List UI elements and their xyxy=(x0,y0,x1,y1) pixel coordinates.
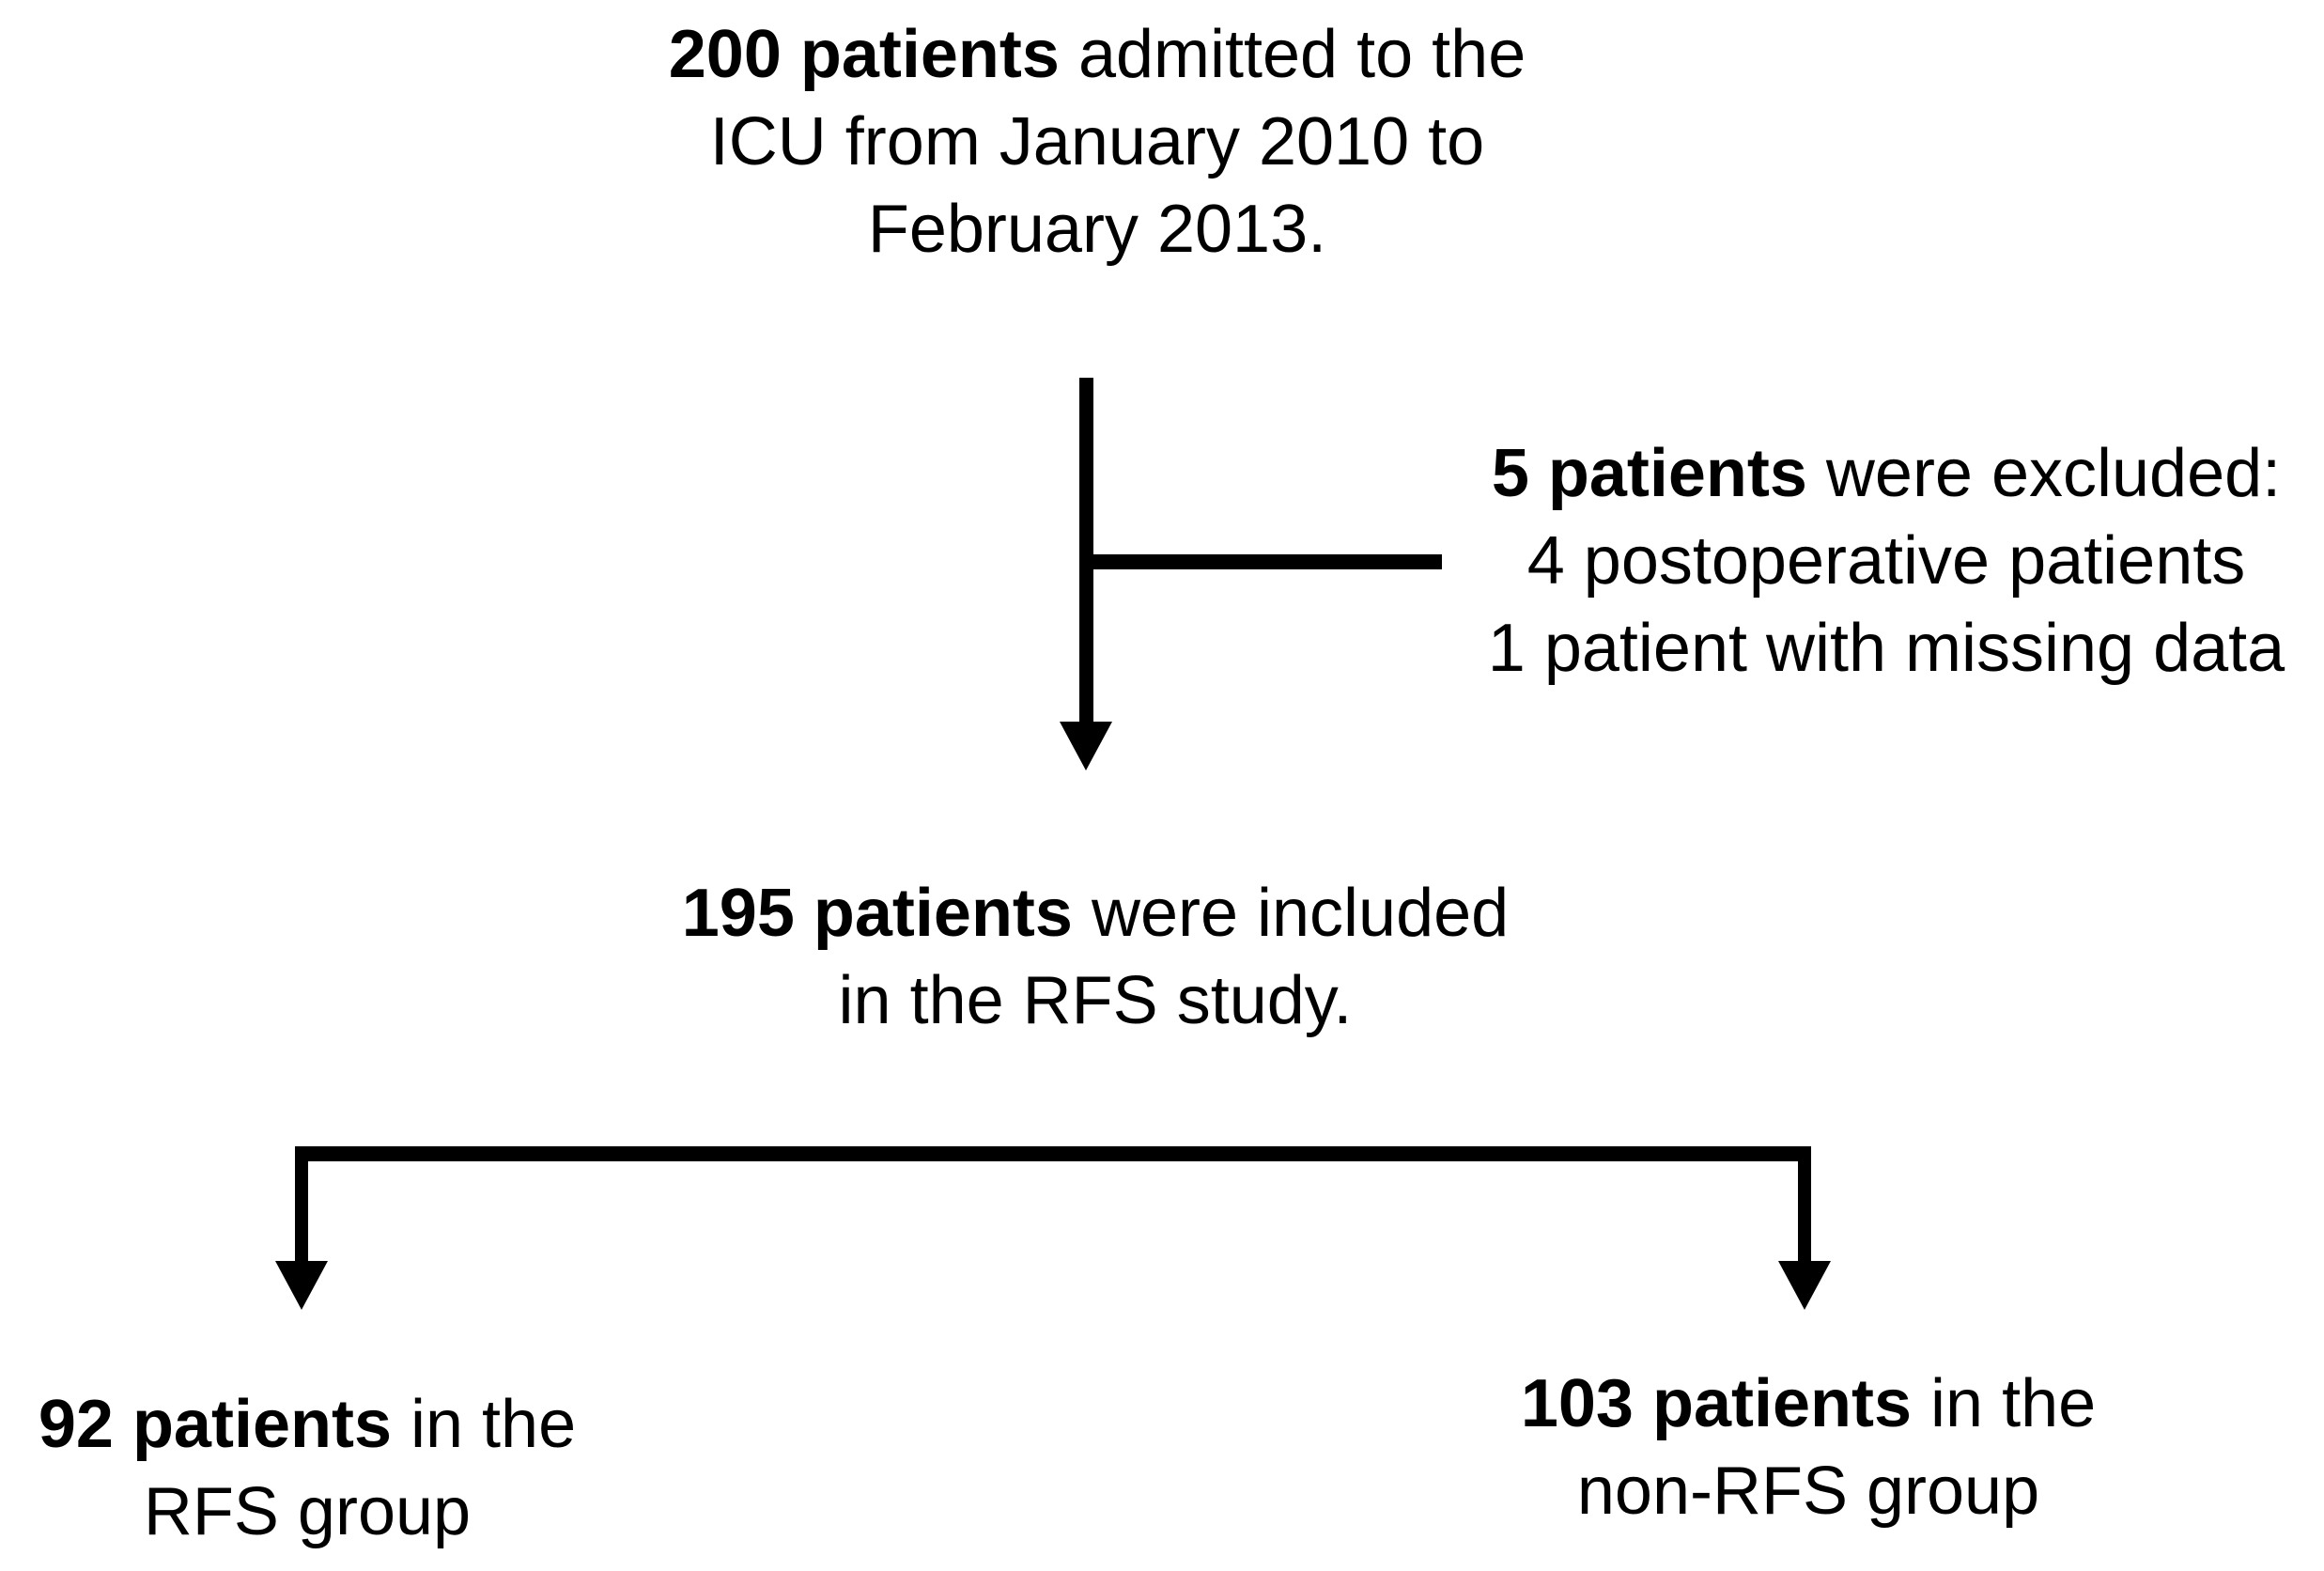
non-rfs-line1-rest: in the xyxy=(1912,1366,2097,1441)
group-split-bar xyxy=(295,1146,1811,1161)
included-line1-rest: were included xyxy=(1072,876,1510,951)
node-admitted-line3: February 2013. xyxy=(867,192,1327,267)
non-rfs-count: 103 patients xyxy=(1520,1366,1913,1441)
rfs-arrow-shaft xyxy=(295,1154,308,1263)
admitted-count: 200 patients xyxy=(668,17,1060,92)
rfs-arrowhead-icon xyxy=(275,1261,328,1310)
node-rfs-line1: 92 patients in the xyxy=(39,1381,576,1469)
main-flow-arrowhead-icon xyxy=(1060,722,1112,770)
node-excluded-line2: 4 postoperative patients xyxy=(1526,523,2246,599)
admitted-line1-rest: admitted to the xyxy=(1059,17,1526,92)
node-included-line1: 195 patients were included xyxy=(682,870,1509,957)
node-excluded: 5 patients were excluded: 4 postoperativ… xyxy=(1488,430,2285,692)
node-non-rfs-group: 103 patients in the non-RFS group xyxy=(1521,1361,2096,1535)
node-admitted-line1: 200 patients admitted to the xyxy=(669,11,1526,99)
node-included-line2: in the RFS study. xyxy=(838,963,1353,1038)
non-rfs-arrowhead-icon xyxy=(1778,1261,1831,1310)
node-non-rfs-line1: 103 patients in the xyxy=(1521,1361,2096,1448)
node-rfs-line2: RFS group xyxy=(143,1474,472,1549)
included-count: 195 patients xyxy=(681,876,1073,951)
node-excluded-line3: 1 patient with missing data xyxy=(1487,611,2285,686)
node-included: 195 patients were included in the RFS st… xyxy=(682,870,1509,1045)
rfs-count: 92 patients xyxy=(38,1387,392,1462)
node-admitted: 200 patients admitted to the ICU from Ja… xyxy=(669,11,1526,273)
exclusion-connector-line xyxy=(1080,554,1442,569)
node-non-rfs-line2: non-RFS group xyxy=(1576,1454,2040,1529)
node-excluded-line1: 5 patients were excluded: xyxy=(1488,430,2285,518)
node-admitted-line2: ICU from January 2010 to xyxy=(709,104,1485,179)
rfs-line1-rest: in the xyxy=(392,1387,577,1462)
non-rfs-arrow-shaft xyxy=(1798,1154,1811,1263)
main-flow-arrow-shaft xyxy=(1079,378,1093,723)
excluded-line1-rest: were excluded: xyxy=(1806,436,2282,511)
node-rfs-group: 92 patients in the RFS group xyxy=(39,1381,576,1556)
excluded-count: 5 patients xyxy=(1491,436,1807,511)
